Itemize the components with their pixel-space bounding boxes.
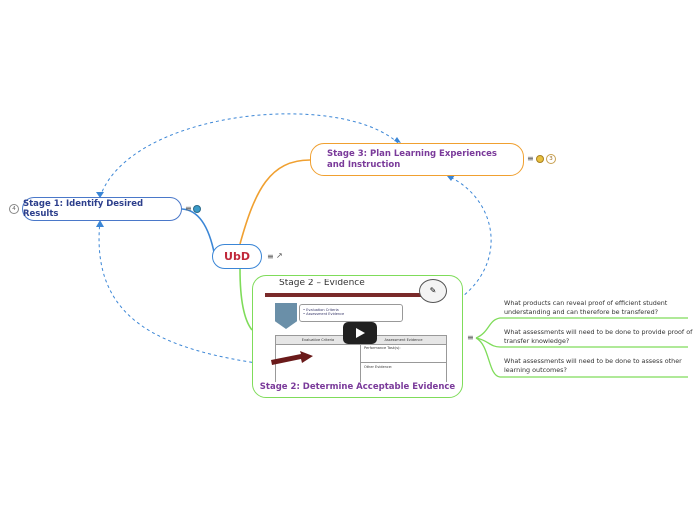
thumbnail-table-cell: Other Evidence: [364, 365, 393, 369]
play-button-icon[interactable] [343, 322, 377, 344]
globe-icon[interactable] [193, 205, 201, 213]
relation-stage2-stage1 [98, 220, 271, 366]
thumbnail-arrow-icon [271, 351, 313, 365]
relation-arrow-stage3-top [394, 137, 401, 143]
relation-arrow-stage1-bottom [96, 220, 104, 227]
stage2-node[interactable]: Stage 2 – Evidence ✎ • Evaluation Criter… [252, 275, 463, 398]
thumbnail-criteria-box: • Evaluation Criteria • Assessment Evide… [299, 304, 403, 322]
relation-arrow-stage1-top [96, 192, 104, 198]
central-node-ubd[interactable]: UbD [212, 244, 262, 269]
branch-q1 [475, 317, 688, 339]
central-label: UbD [224, 250, 250, 263]
relation-stage1-stage3 [99, 113, 399, 198]
lightbulb-icon[interactable] [536, 155, 544, 163]
stage3-count-badge[interactable]: 3 [546, 154, 556, 164]
notes-icon[interactable]: ≡ [185, 204, 192, 213]
thumbnail-table: Evaluative Criteria Assessment Evidence … [275, 335, 447, 382]
stage3-node[interactable]: Stage 3: Plan Learning Experiences and I… [310, 143, 524, 176]
question-node[interactable]: What products can reveal proof of effici… [504, 299, 668, 316]
thumbnail-title: Stage 2 – Evidence [279, 279, 365, 288]
branch-ubd-stage1 [181, 208, 216, 258]
relation-arrow-stage3-bottom [447, 175, 455, 181]
external-link-icon[interactable]: ↗ [276, 251, 283, 260]
branch-ubd-stage2 [239, 268, 253, 331]
stage1-count-badge[interactable]: 4 [9, 204, 19, 214]
stage2-video-thumbnail[interactable]: Stage 2 – Evidence ✎ • Evaluation Criter… [265, 279, 451, 382]
notes-icon[interactable]: ≡ [467, 333, 474, 342]
thumbnail-table-cell: Performance Task(s): [364, 346, 401, 350]
stage3-label: Stage 3: Plan Learning Experiences and I… [327, 148, 497, 170]
thumbnail-box-line: • Evaluation Criteria [303, 308, 339, 312]
question-node[interactable]: What assessments will need to be done to… [504, 357, 682, 374]
thumbnail-box-line: • Assessment Evidence [303, 312, 345, 316]
question-node[interactable]: What assessments will need to be done to… [504, 328, 693, 345]
thumbnail-logo-icon: ✎ [419, 279, 447, 303]
branch-q2 [475, 337, 688, 348]
thumbnail-chevron-icon [275, 303, 297, 329]
thumbnail-header-bar [265, 293, 433, 297]
notes-icon[interactable]: ≡ [267, 252, 274, 261]
relation-stage2-stage3 [447, 175, 492, 306]
thumbnail-table-header: Assessment Evidence [361, 336, 446, 345]
branch-ubd-stage3 [239, 159, 311, 245]
notes-icon[interactable]: ≡ [527, 154, 534, 163]
stage1-node[interactable]: Stage 1: Identify Desired Results [22, 197, 182, 221]
stage1-label: Stage 1: Identify Desired Results [23, 199, 144, 219]
branch-q3 [475, 337, 688, 378]
stage2-label: Stage 2: Determine Acceptable Evidence [259, 382, 456, 392]
